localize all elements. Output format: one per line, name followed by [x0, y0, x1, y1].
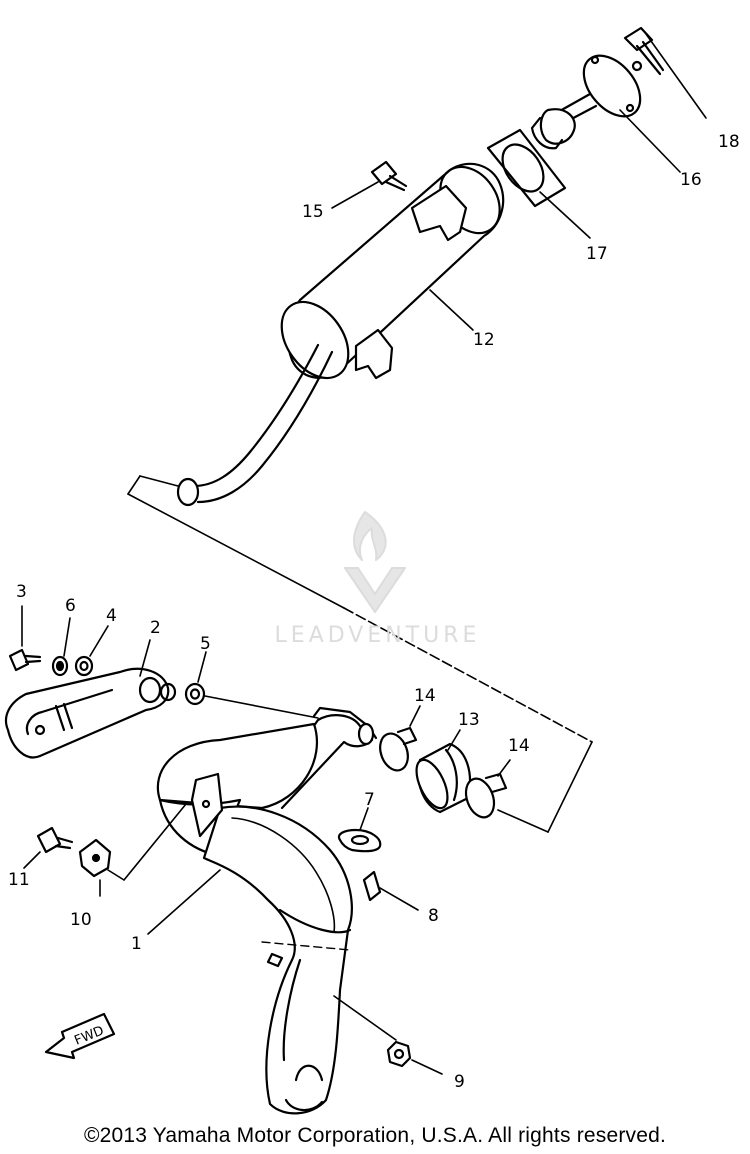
callout-11: 11 [8, 870, 30, 890]
callout-2: 2 [150, 618, 161, 638]
watermark-text: LEADVENTURE [274, 623, 481, 648]
callout-4: 4 [106, 606, 117, 626]
callout-12: 12 [473, 330, 495, 350]
part-17-gasket [486, 128, 591, 239]
part-3-bolt [8, 605, 42, 672]
callout-6: 6 [65, 596, 76, 616]
callout-13: 13 [458, 710, 480, 730]
part-7-gasket [337, 807, 382, 853]
part-5-collar [159, 651, 319, 719]
fwd-arrow-icon [44, 1012, 116, 1060]
callout-9: 9 [454, 1072, 465, 1092]
part-16-spark-arrestor [530, 54, 681, 173]
callout-18: 18 [718, 132, 740, 152]
part-12-muffler [280, 162, 505, 380]
callout-14-upper: 14 [414, 686, 436, 706]
alignment-frame [127, 475, 593, 833]
muffler-inlet-pipe [176, 343, 334, 507]
part-6-washer [51, 617, 71, 677]
callout-3: 3 [16, 582, 27, 602]
copyright-notice: ©2013 Yamaha Motor Corporation, U.S.A. A… [83, 1124, 667, 1147]
part-8-stud [362, 870, 419, 911]
callout-14-lower: 14 [508, 736, 530, 756]
callout-1: 1 [131, 934, 142, 954]
part-1-expansion-chamber [123, 706, 378, 1115]
callout-16: 16 [680, 170, 702, 190]
part-9-nut [333, 995, 443, 1075]
callout-15: 15 [302, 202, 324, 222]
callout-7: 7 [364, 790, 375, 810]
part-14-clamp-lower [464, 759, 511, 819]
callout-10: 10 [70, 910, 92, 930]
part-10-nut [78, 838, 125, 897]
part-2-bracket [4, 639, 170, 759]
part-14-clamp-upper [379, 705, 421, 772]
callout-8: 8 [428, 906, 439, 926]
callout-17: 17 [586, 244, 608, 264]
part-4-washer [74, 625, 109, 677]
part-15-bolt [331, 160, 408, 209]
part-13-exhaust-joint [415, 729, 472, 814]
leadventure-logo-icon [344, 511, 406, 613]
part-18-screw [623, 26, 707, 119]
callout-5: 5 [200, 634, 211, 654]
part-11-bolt [23, 826, 74, 869]
